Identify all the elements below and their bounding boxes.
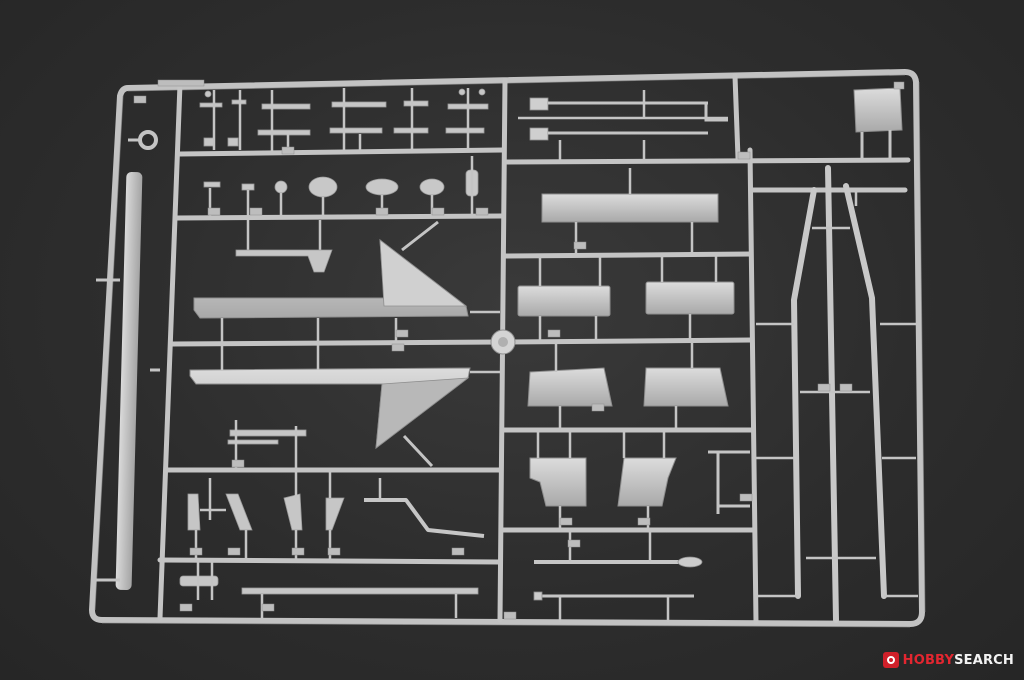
hobby-search-watermark: HOBBYSEARCH: [882, 650, 1014, 670]
rods-lower-right: [533, 556, 703, 601]
small-parts-row2: [203, 169, 479, 198]
watermark-text: HOBBYSEARCH: [903, 653, 1014, 668]
watermark-brand-prefix: HOBBY: [902, 652, 955, 668]
t-part: [708, 450, 750, 514]
boxes-mid-right: [517, 281, 735, 507]
watermark-brand-suffix: SEARCH: [954, 652, 1014, 668]
bent-rails: [791, 165, 887, 623]
rods-upper-right: [529, 87, 903, 160]
sprue-frame: [89, 69, 925, 627]
left-horizontal-runners: [157, 147, 506, 565]
hobby-search-logo-icon: [882, 652, 899, 668]
small-parts-lower-left: [179, 429, 345, 587]
arrow-part-lower: [189, 367, 471, 468]
long-rod: [96, 130, 160, 591]
vertical-runners: [157, 73, 759, 625]
part-number-tags: [133, 79, 905, 620]
arrow-part-upper: [193, 220, 469, 319]
